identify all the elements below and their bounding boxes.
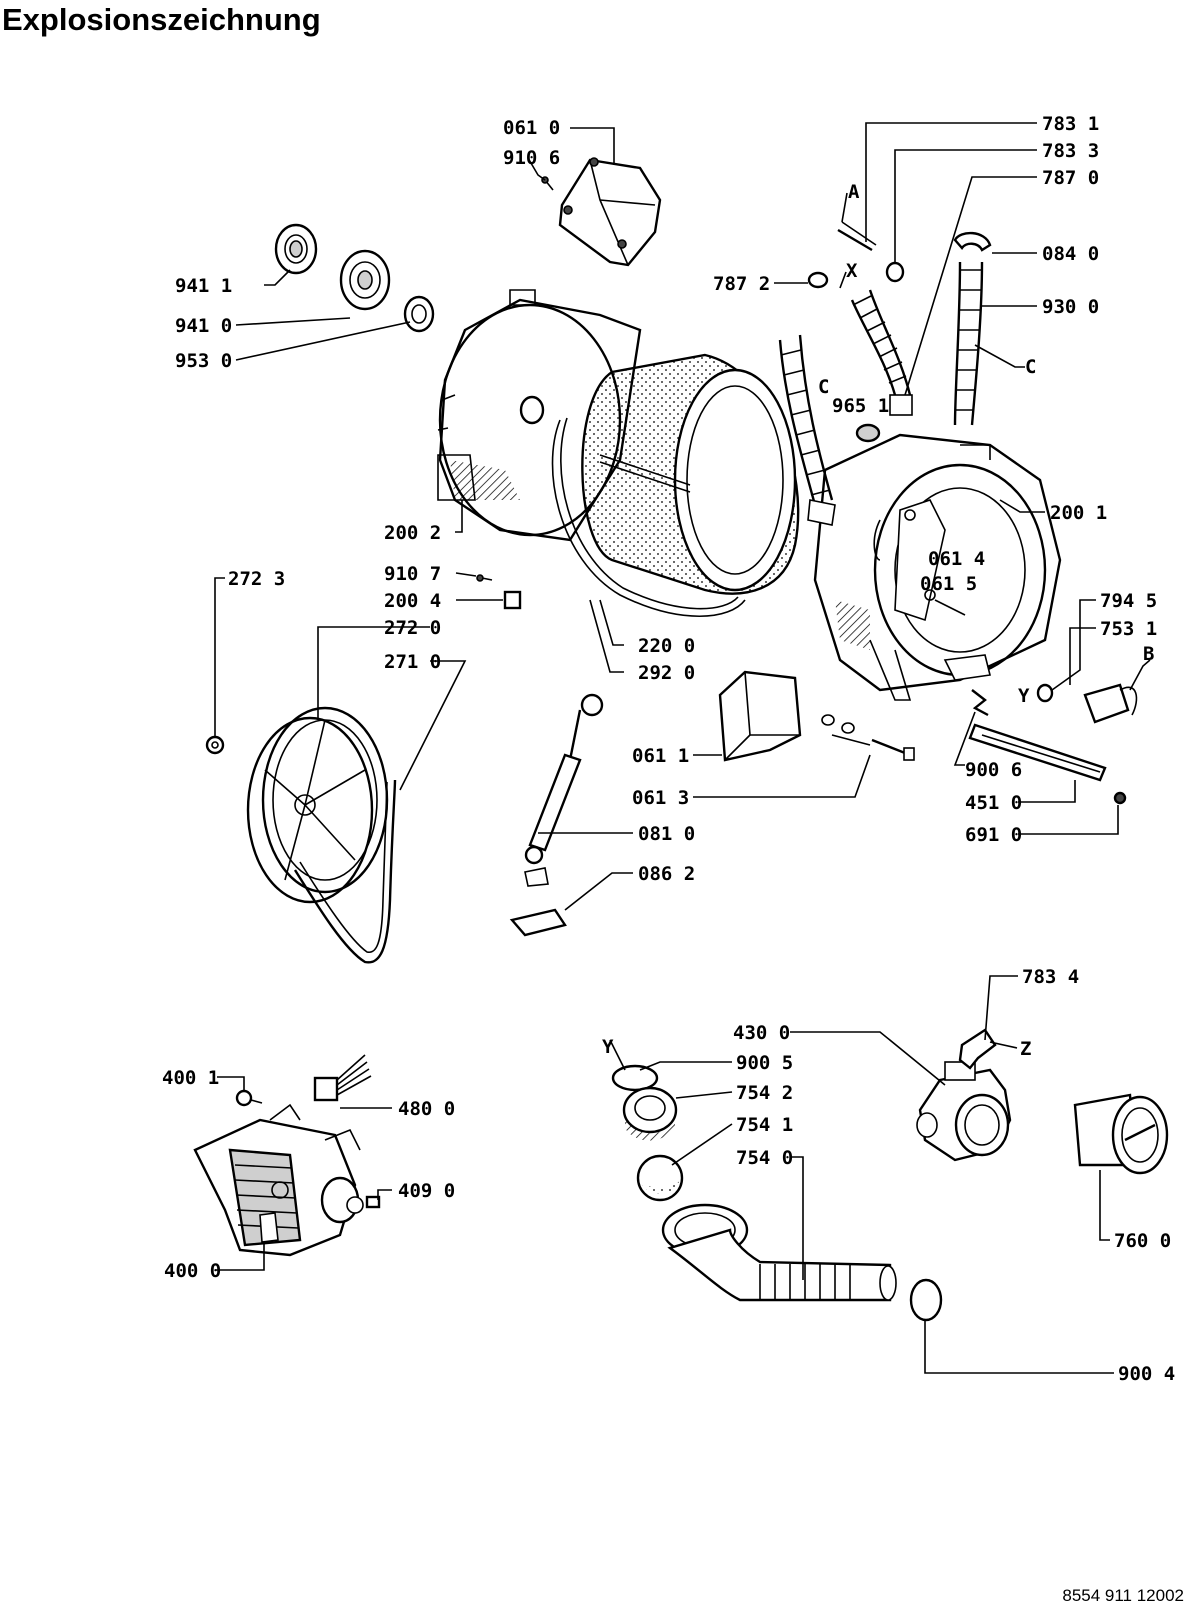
nut-272-3-part (205, 735, 225, 755)
page-title: Explosionszeichnung (2, 2, 321, 37)
clip-086-2-part (509, 908, 567, 937)
part-label-754-1: 754 1 (736, 1114, 793, 1136)
part-label-400-1: 400 1 (162, 1067, 219, 1089)
part-label-900-5: 900 5 (736, 1052, 793, 1074)
part-label-081-0: 081 0 (638, 823, 695, 845)
elbow-783-4-part (958, 1028, 997, 1070)
marker-a: A (848, 181, 860, 203)
seal-953-0-part (403, 295, 435, 333)
part-label-783-1: 783 1 (1042, 113, 1099, 135)
part-label-200-1: 200 1 (1050, 502, 1107, 524)
brush-480-0-part (313, 1054, 372, 1102)
counterweight-061-0-part (558, 157, 662, 267)
part-label-086-2: 086 2 (638, 863, 695, 885)
motor-400-0-part (193, 1103, 364, 1257)
part-label-794-5: 794 5 (1100, 590, 1157, 612)
part-label-941-0: 941 0 (175, 315, 232, 337)
grommet-794-5-part (1036, 683, 1054, 703)
part-label-084-0: 084 0 (1042, 243, 1099, 265)
part-label-783-3: 783 3 (1042, 140, 1099, 162)
part-label-061-5: 061 5 (920, 573, 977, 595)
screw-910-7-part (476, 574, 493, 582)
leader-lines (214, 122, 1151, 1374)
bellows-787-0-part (850, 289, 913, 416)
part-label-910-6: 910 6 (503, 147, 560, 169)
marker-c-1: C (1025, 356, 1036, 378)
marker-x: X (846, 260, 858, 282)
part-label-787-0: 787 0 (1042, 167, 1099, 189)
bracket-061-1-part (718, 670, 802, 762)
nut-691-0-part (1113, 791, 1127, 805)
drum-220-0-part (581, 353, 800, 595)
marker-b: B (1143, 643, 1154, 665)
part-label-480-0: 480 0 (398, 1098, 455, 1120)
part-label-451-0: 451 0 (965, 792, 1022, 814)
part-label-754-2: 754 2 (736, 1082, 793, 1104)
shock-absorber-081-0-part (524, 693, 604, 887)
screw-400-1-part (235, 1089, 263, 1107)
part-label-754-0: 754 0 (736, 1147, 793, 1169)
seal-754-2-part (622, 1086, 678, 1141)
part-label-200-2: 200 2 (384, 522, 441, 544)
part-label-760-0: 760 0 (1114, 1230, 1171, 1252)
part-label-941-1: 941 1 (175, 275, 232, 297)
part-label-061-3: 061 3 (632, 787, 689, 809)
part-label-787-2: 787 2 (713, 273, 770, 295)
part-label-061-0: 061 0 (503, 117, 560, 139)
part-label-061-1: 061 1 (632, 745, 689, 767)
part-label-400-0: 400 0 (164, 1260, 221, 1282)
part-label-900-6: 900 6 (965, 759, 1022, 781)
marker-y-1: Y (1018, 685, 1030, 707)
sump-hose-754-0-part (661, 1203, 897, 1302)
part-label-930-0: 930 0 (1042, 296, 1099, 318)
bolt-061-3-part (821, 714, 915, 761)
hose-c-left-part (778, 334, 836, 526)
hose-930-0-part (953, 261, 984, 426)
filter-760-0-part (1073, 1093, 1169, 1175)
belt-271-0-part (293, 779, 397, 964)
ring-292-0-part (551, 417, 746, 618)
connection-markers: A X C C Y B Y Z (602, 181, 1154, 1060)
front-tub-200-1-part (813, 433, 1062, 701)
part-label-900-4: 900 4 (1118, 1363, 1175, 1385)
part-label-220-0: 220 0 (638, 635, 695, 657)
part-label-783-4: 783 4 (1022, 966, 1079, 988)
part-label-691-0: 691 0 (965, 824, 1022, 846)
sensor-753-1-part (1083, 683, 1138, 724)
cap-965-1-part (855, 423, 881, 443)
pump-430-0-part (916, 1061, 1012, 1162)
part-label-200-4: 200 4 (384, 590, 441, 612)
part-label-965-1: 965 1 (832, 395, 889, 417)
elbow-084-0-part (953, 231, 992, 252)
part-label-910-7: 910 7 (384, 563, 441, 585)
pipe-783-1-part (837, 221, 877, 252)
document-code: 8554 911 12002 (1062, 1586, 1184, 1605)
part-label-430-0: 430 0 (733, 1022, 790, 1044)
ring-900-5-part (611, 1064, 659, 1092)
bearing-941-0-part (339, 249, 391, 311)
ball-754-1-part (636, 1154, 684, 1202)
clamp-787-2-part (807, 271, 829, 289)
clamp-900-4-part (909, 1278, 943, 1322)
part-label-292-0: 292 0 (638, 662, 695, 684)
fitting-783-3-part (885, 261, 905, 283)
part-label-271-0: 271 0 (384, 651, 441, 673)
clamp-900-6-part (971, 689, 989, 717)
part-label-272-0: 272 0 (384, 617, 441, 639)
marker-z: Z (1020, 1038, 1031, 1060)
part-labels: 061 0 910 6 783 1 783 3 787 0 084 0 930 … (162, 113, 1175, 1385)
part-label-061-4: 061 4 (928, 548, 985, 570)
marker-y-2: Y (602, 1036, 614, 1058)
marker-c-2: C (818, 376, 829, 398)
part-label-953-0: 953 0 (175, 350, 232, 372)
part-label-753-1: 753 1 (1100, 618, 1157, 640)
clip-409-0-part (365, 1195, 381, 1209)
bearing-941-1-part (274, 223, 318, 275)
heater-451-0-part (968, 723, 1107, 782)
clip-200-4-part (503, 590, 522, 610)
part-label-409-0: 409 0 (398, 1180, 455, 1202)
part-label-272-3: 272 3 (228, 568, 285, 590)
pulley-272-0-part (246, 706, 389, 904)
